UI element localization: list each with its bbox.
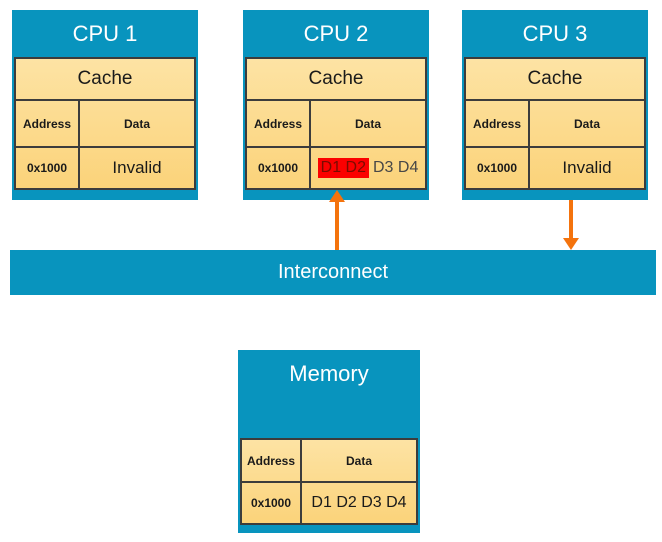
cpu2-title: CPU 2 — [303, 20, 369, 46]
cpu3-address-value: 0x1000 — [466, 148, 530, 188]
memory-data-header: Data — [345, 453, 372, 468]
memory-title: Memory — [289, 361, 369, 386]
cpu3-table-header-row: Address Data — [466, 101, 644, 148]
memory-address-header: Address — [242, 440, 302, 481]
cpu3-data-value: Invalid — [562, 158, 612, 177]
cpu3-cache-table: Cache Address Data 0x1000 Invalid — [464, 57, 646, 190]
cpu1-table-value-row: 0x1000 Invalid — [16, 148, 194, 188]
cpu1-address-value: 0x1000 — [16, 148, 80, 188]
memory-data-value: D1 D2 D3 D4 — [311, 494, 407, 511]
cpu3-data-header: Data — [573, 116, 600, 131]
cpu2-data-rest: D3 D4 — [373, 159, 419, 176]
memory-table: Address Data 0x1000 D1 D2 D3 D4 — [240, 438, 418, 525]
memory-table-header-row: Address Data — [242, 440, 416, 483]
cpu2-interconnect-line — [335, 200, 339, 250]
interconnect-bar: Interconnect — [10, 250, 656, 295]
cpu2-cache-label: Cache — [247, 59, 425, 101]
cpu1-data-value: Invalid — [112, 158, 162, 177]
memory-box: Memory Address Data 0x1000 D1 D2 D3 D4 — [238, 350, 420, 533]
cpu2-address-value: 0x1000 — [247, 148, 311, 188]
cpu3-address-header: Address — [466, 101, 530, 146]
cpu2-cache-table: Cache Address Data 0x1000 D1 D2 D3 D4 — [245, 57, 427, 190]
cpu3-title: CPU 3 — [522, 20, 588, 46]
cpu2-data-highlighted: D1 D2 — [317, 158, 369, 178]
cpu2-box: CPU 2 Cache Address Data 0x1000 D1 D2 D3… — [243, 10, 429, 200]
cpu1-table-header-row: Address Data — [16, 101, 194, 148]
cpu3-box: CPU 3 Cache Address Data 0x1000 Invalid — [462, 10, 648, 200]
cpu2-address-header: Address — [247, 101, 311, 146]
cpu3-connector-arrow-down-icon — [563, 238, 579, 250]
memory-table-value-row: 0x1000 D1 D2 D3 D4 — [242, 483, 416, 523]
cpu1-title: CPU 1 — [72, 20, 138, 46]
cpu3-table-value-row: 0x1000 Invalid — [466, 148, 644, 188]
cpu2-table-header-row: Address Data — [247, 101, 425, 148]
cpu1-box: CPU 1 Cache Address Data 0x1000 Invalid — [12, 10, 198, 200]
cpu1-cache-table: Cache Address Data 0x1000 Invalid — [14, 57, 196, 190]
cpu1-cache-label: Cache — [16, 59, 194, 101]
cpu3-cache-label: Cache — [466, 59, 644, 101]
cpu3-interconnect-line — [569, 200, 573, 240]
cpu2-data-value: D1 D2 D3 D4 — [311, 148, 425, 188]
cpu2-data-header: Data — [354, 116, 381, 131]
memory-address-value: 0x1000 — [242, 483, 302, 523]
interconnect-label: Interconnect — [277, 261, 389, 283]
cpu1-address-header: Address — [16, 101, 80, 146]
cpu2-table-value-row: 0x1000 D1 D2 D3 D4 — [247, 148, 425, 188]
cpu2-connector-arrow-up-icon — [329, 190, 345, 202]
cpu1-data-header: Data — [123, 116, 150, 131]
